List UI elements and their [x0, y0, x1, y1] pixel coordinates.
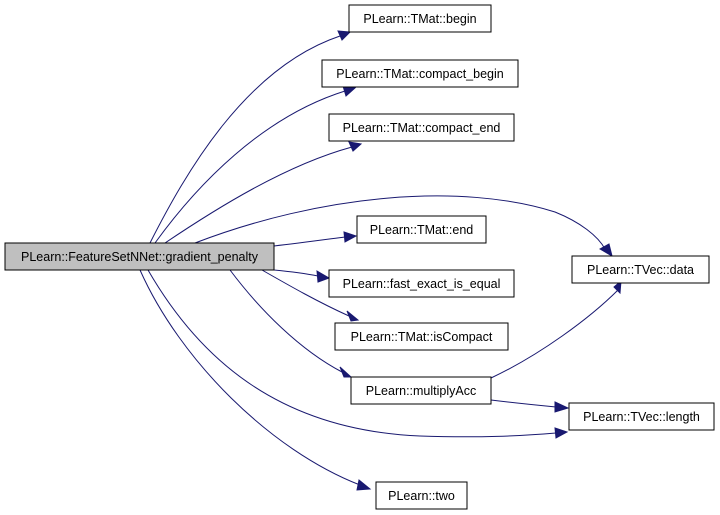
node-n_multiplyacc[interactable]: PLearn::multiplyAcc [350, 376, 492, 405]
node-box [328, 269, 515, 298]
node-box [328, 113, 515, 142]
node-box [568, 402, 715, 431]
edge-arrowhead [356, 479, 372, 491]
node-box [4, 242, 275, 271]
node-n_compact_end[interactable]: PLearn::TMat::compact_end [328, 113, 515, 142]
edge-src-to-n_compact_end [164, 141, 363, 244]
node-box [356, 215, 487, 244]
node-label: PLearn::fast_exact_is_equal [343, 277, 501, 291]
node-box [375, 481, 468, 510]
node-label: PLearn::TMat::isCompact [351, 330, 493, 344]
edge-line [194, 195, 606, 250]
node-n_length[interactable]: PLearn::TVec::length [568, 402, 715, 431]
edge-line [164, 146, 353, 244]
edge-src-to-n_end [273, 231, 358, 247]
edge-n_multiplyacc-to-n_length [490, 399, 570, 413]
edge-line [139, 269, 361, 486]
edge-line [490, 399, 557, 408]
edge-arrowhead [613, 279, 622, 295]
node-n_fast_exact[interactable]: PLearn::fast_exact_is_equal [328, 269, 515, 298]
node-n_two[interactable]: PLearn::two [375, 481, 468, 510]
node-label: PLearn::TMat::compact_end [343, 121, 501, 135]
edge-line [229, 269, 343, 373]
edge-line [490, 289, 619, 379]
nodes-layer: PLearn::FeatureSetNNet::gradient_penalty… [4, 4, 715, 510]
node-n_iscompact[interactable]: PLearn::TMat::isCompact [334, 322, 509, 351]
node-box [348, 4, 492, 33]
edge-src-to-n_data [194, 195, 613, 258]
node-box [321, 59, 519, 88]
node-label: PLearn::FeatureSetNNet::gradient_penalty [21, 250, 259, 264]
edge-src-to-n_multiplyacc [229, 269, 353, 378]
node-n_compact_begin[interactable]: PLearn::TMat::compact_begin [321, 59, 519, 88]
node-n_end[interactable]: PLearn::TMat::end [356, 215, 487, 244]
edge-arrowhead [554, 401, 570, 413]
edge-line [149, 35, 341, 244]
node-label: PLearn::TMat::end [370, 223, 474, 237]
node-box [350, 376, 492, 405]
node-label: PLearn::TVec::data [587, 263, 694, 277]
node-label: PLearn::multiplyAcc [366, 384, 476, 398]
node-box [571, 255, 710, 284]
edge-src-to-n_length [147, 269, 569, 439]
edge-arrowhead [346, 310, 360, 322]
edge-src-to-n_compact_begin [154, 85, 357, 244]
edge-arrowhead [343, 231, 358, 243]
edge-src-to-n_two [139, 269, 372, 491]
edge-arrowhead [348, 141, 363, 152]
edge-arrowhead [598, 243, 613, 258]
node-n_data[interactable]: PLearn::TVec::data [571, 255, 710, 284]
node-n_begin[interactable]: PLearn::TMat::begin [348, 4, 492, 33]
node-label: PLearn::TVec::length [583, 410, 700, 424]
edge-line [273, 236, 346, 247]
edge-line [261, 269, 350, 317]
edge-arrowhead [337, 30, 352, 41]
node-src[interactable]: PLearn::FeatureSetNNet::gradient_penalty [4, 242, 275, 271]
node-label: PLearn::two [388, 489, 455, 503]
node-label: PLearn::TMat::begin [363, 12, 476, 26]
node-label: PLearn::TMat::compact_begin [336, 67, 503, 81]
node-box [334, 322, 509, 351]
edges-layer [139, 30, 622, 491]
edge-line [154, 90, 346, 244]
edge-arrowhead [316, 270, 331, 283]
edge-arrowhead [339, 366, 353, 378]
edge-arrowhead [554, 427, 569, 439]
edge-line [147, 269, 557, 438]
edge-src-to-n_fast_exact [273, 269, 331, 283]
edge-src-to-n_begin [149, 30, 352, 244]
edge-n_multiplyacc-to-n_data [490, 279, 622, 379]
edge-src-to-n_iscompact [261, 269, 360, 322]
edge-line [273, 269, 319, 277]
